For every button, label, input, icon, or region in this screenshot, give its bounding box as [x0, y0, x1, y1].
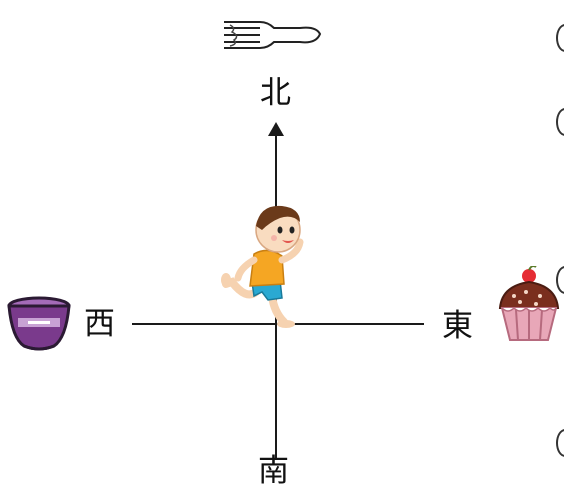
- option-circle-1[interactable]: [556, 24, 564, 52]
- north-arrow-head: [268, 122, 284, 136]
- cupcake-icon: [496, 266, 562, 346]
- fork-icon: [216, 14, 326, 56]
- label-west: 西: [84, 306, 115, 342]
- option-circle-4[interactable]: [556, 429, 564, 457]
- bowl-icon: [6, 294, 72, 356]
- label-east: 東: [442, 308, 473, 344]
- label-south: 南: [258, 453, 289, 489]
- label-north: 北: [260, 75, 291, 111]
- child-figure: [218, 200, 318, 330]
- option-circle-2[interactable]: [556, 108, 564, 136]
